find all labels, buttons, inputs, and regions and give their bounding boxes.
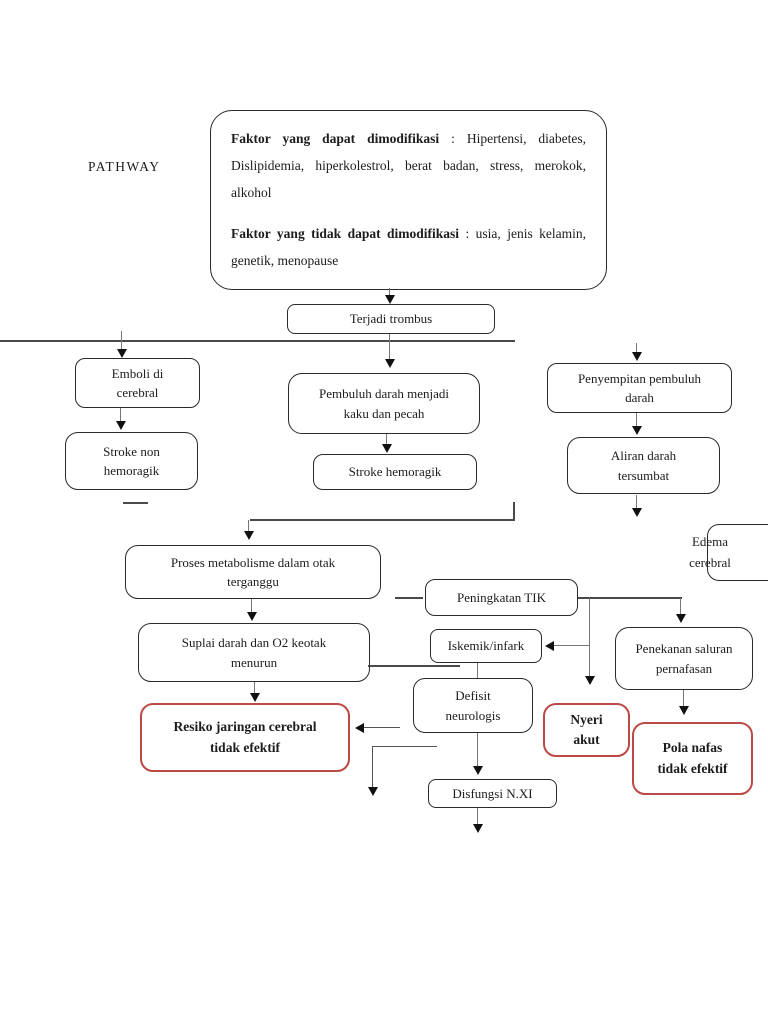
connector-dash xyxy=(123,502,148,504)
node-resiko-jaringan-cerebral: Resiko jaringan cerebral tidak efektif xyxy=(140,703,350,772)
connector-suplai-right xyxy=(368,665,460,667)
connector-split-emboli xyxy=(121,331,123,350)
node-defisit-neurologis: Defisit neurologis xyxy=(413,678,533,733)
page-title: PATHWAY xyxy=(88,159,161,174)
connector-defisit-resiko xyxy=(364,727,400,729)
arrowhead-down-icon xyxy=(247,612,257,621)
arrowhead-down-icon xyxy=(250,693,260,702)
node-disfungsi-nxi: Disfungsi N.XI xyxy=(428,779,557,808)
arrowhead-down-icon xyxy=(585,676,595,685)
faktor-nonmodifiable-text: Faktor yang tidak dapat dimodifikasi : u… xyxy=(231,226,586,268)
arrowhead-down-icon xyxy=(385,359,395,368)
connector-elbow-vertical xyxy=(372,746,374,788)
connector-emboli-strokenon xyxy=(120,408,122,422)
node-suplai-darah-o2-menurun: Suplai darah dan O2 keotak menurun xyxy=(138,623,370,682)
connector-elbow-horizontal xyxy=(373,746,437,748)
connector-defisit-disfungsi xyxy=(477,733,479,767)
connector-suplai-resiko xyxy=(254,682,256,694)
connector-faktor-terjadi xyxy=(389,288,391,296)
arrowhead-down-icon xyxy=(244,531,254,540)
node-penekanan-saluran-pernafasan: Penekanan saluran pernafasan xyxy=(615,627,753,690)
connector-main-split-line xyxy=(0,340,515,342)
faktor-modifiable-label: Faktor yang dapat dimodifikasi xyxy=(231,131,440,146)
node-penyempitan-pembuluh-darah: Penyempitan pembuluh darah xyxy=(547,363,732,413)
node-proses-metabolisme-terganggu: Proses metabolisme dalam otak terganggu xyxy=(125,545,381,599)
connector-tik-right xyxy=(578,597,682,599)
node-faktor-risiko: Faktor yang dapat dimodifikasi : Hiperte… xyxy=(210,110,607,290)
arrowhead-down-icon xyxy=(385,295,395,304)
connector-pembuluh-strokehem xyxy=(386,434,388,445)
connector-tik-nyeri xyxy=(589,598,591,677)
connector-proses-suplai xyxy=(251,599,253,613)
arrowhead-down-icon xyxy=(368,787,378,796)
arrowhead-down-icon xyxy=(116,421,126,430)
node-stroke-hemoragik: Stroke hemoragik xyxy=(313,454,477,490)
connector-second-line xyxy=(250,519,515,521)
connector-tick xyxy=(513,502,515,519)
arrowhead-down-icon xyxy=(632,508,642,517)
node-aliran-darah-tersumbat: Aliran darah tersumbat xyxy=(567,437,720,494)
connector-iskemik-defisit xyxy=(477,663,479,678)
node-edema-cerebral-label: Edema cerebral xyxy=(689,534,731,570)
arrowhead-left-icon xyxy=(545,641,554,651)
node-nyeri-akut: Nyeri akut xyxy=(543,703,630,757)
connector-split-penyempitan xyxy=(636,343,638,353)
arrowhead-down-icon xyxy=(473,766,483,775)
connector-penekanan-pola xyxy=(683,690,685,707)
node-iskemik-infark: Iskemik/infark xyxy=(430,629,542,663)
connector-line-proses xyxy=(248,520,250,532)
connector-tik-penekanan xyxy=(680,598,682,615)
connector-proses-tik xyxy=(395,597,423,599)
arrowhead-down-icon xyxy=(473,824,483,833)
connector-penyempitan-aliran xyxy=(636,413,638,427)
connector-terjadi-pembuluh xyxy=(389,334,391,360)
node-peningkatan-tik: Peningkatan TIK xyxy=(425,579,578,616)
arrowhead-down-icon xyxy=(632,352,642,361)
connector-aliran-edema xyxy=(636,495,638,509)
arrowhead-down-icon xyxy=(117,349,127,358)
node-pembuluh-darah-kaku-pecah: Pembuluh darah menjadi kaku dan pecah xyxy=(288,373,480,434)
arrowhead-down-icon xyxy=(382,444,392,453)
arrowhead-down-icon xyxy=(679,706,689,715)
node-edema-cerebral-box xyxy=(707,524,768,581)
connector-branch-iskemik xyxy=(554,645,590,647)
arrowhead-down-icon xyxy=(632,426,642,435)
arrowhead-left-icon xyxy=(355,723,364,733)
node-pola-nafas-tidak-efektif: Pola nafas tidak efektif xyxy=(632,722,753,795)
faktor-nonmodifiable-label: Faktor yang tidak dapat dimodifikasi xyxy=(231,226,460,241)
faktor-modifiable-text: Faktor yang dapat dimodifikasi : Hiperte… xyxy=(231,131,587,200)
node-stroke-non-hemoragik: Stroke non hemoragik xyxy=(65,432,198,490)
connector-disfungsi-down xyxy=(477,808,479,825)
node-terjadi-trombus: Terjadi trombus xyxy=(287,304,495,334)
node-emboli-di-cerebral: Emboli di cerebral xyxy=(75,358,200,408)
arrowhead-down-icon xyxy=(676,614,686,623)
